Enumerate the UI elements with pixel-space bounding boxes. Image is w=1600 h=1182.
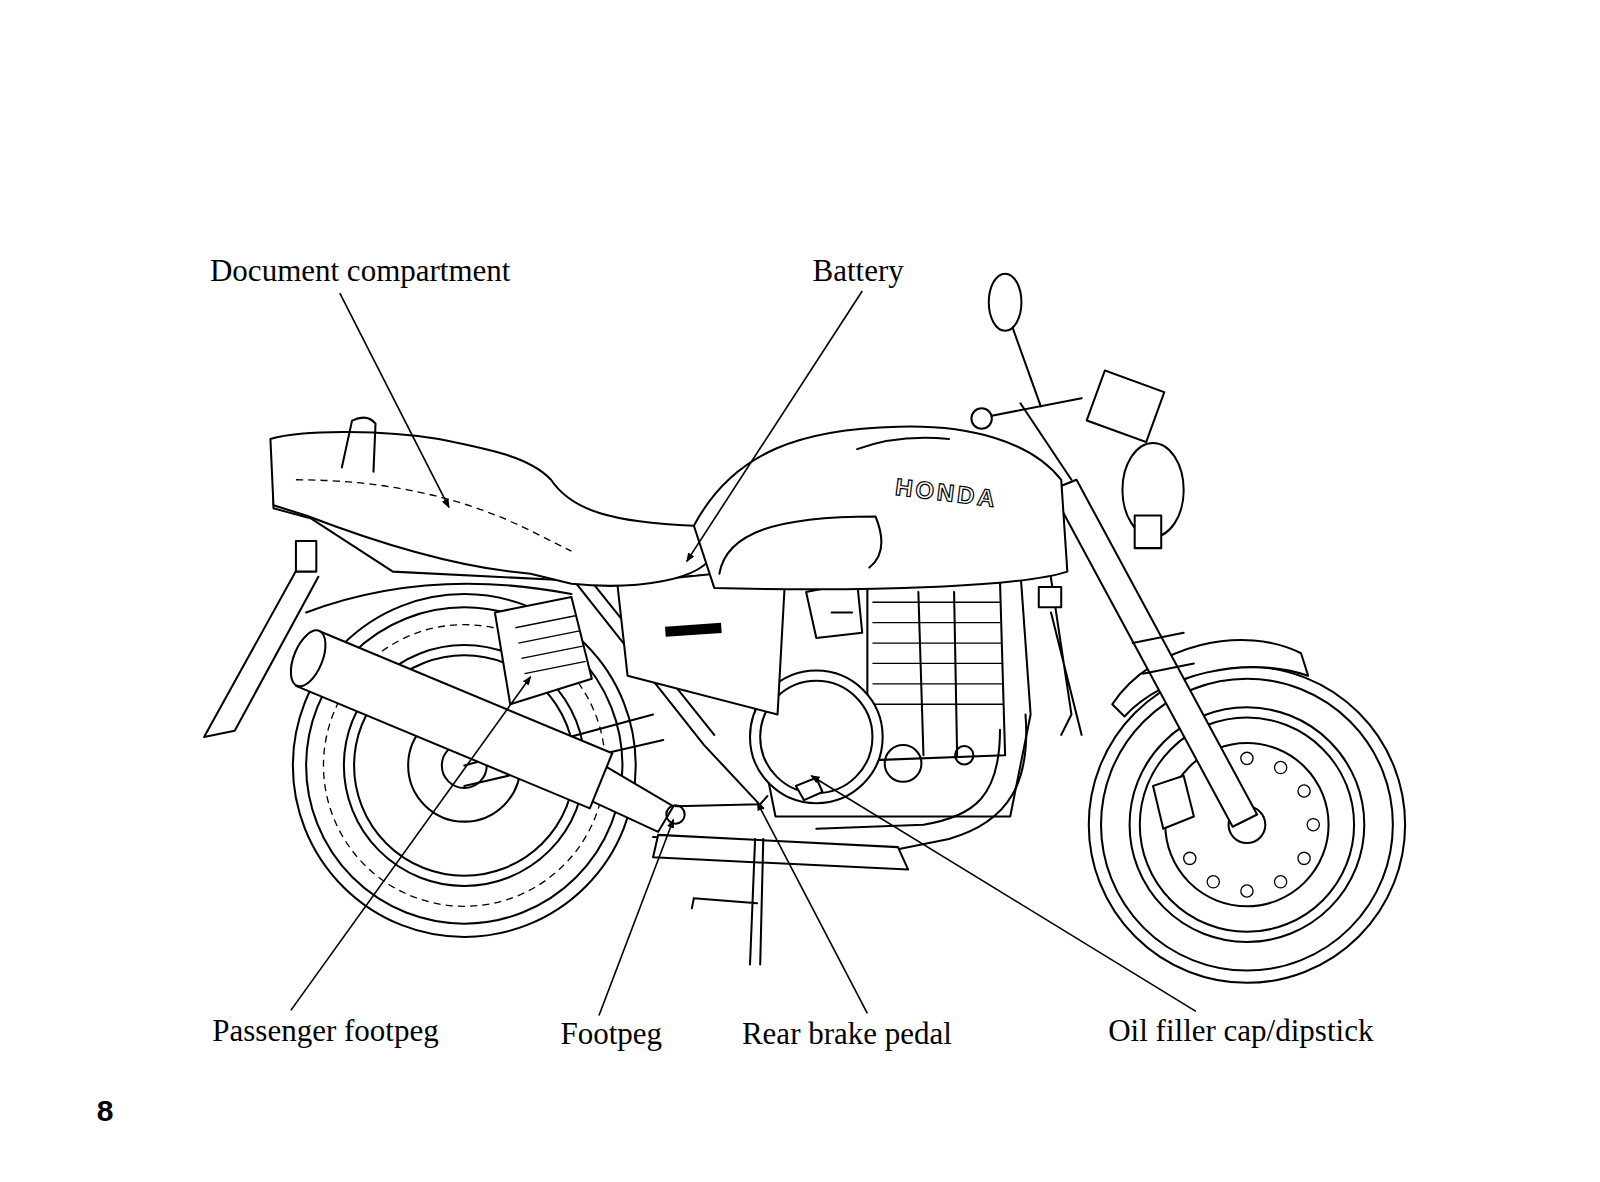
engine-cover <box>885 745 922 782</box>
shock-spring <box>515 615 585 673</box>
mirror-stem <box>1012 327 1041 407</box>
leader-line <box>757 802 867 1013</box>
mirror <box>989 274 1022 331</box>
disc-hole <box>1307 819 1319 831</box>
disc-hole <box>1274 761 1286 773</box>
seat-seam <box>296 480 572 551</box>
part-label: Passenger footpeg <box>212 1014 438 1048</box>
rear-turn-signal <box>296 541 316 572</box>
leader-line <box>340 293 449 507</box>
tank-knee-pad <box>719 517 881 574</box>
seat <box>270 432 714 586</box>
front-tire-inner <box>1101 679 1393 971</box>
part-label: Oil filler cap/dipstick <box>1108 1014 1373 1048</box>
front-disc <box>1165 743 1328 906</box>
grab-rail <box>342 418 376 472</box>
cooling-fins <box>872 602 1003 704</box>
disc-hole <box>1241 885 1253 897</box>
disc-hole <box>1274 876 1286 888</box>
front-rim <box>1130 707 1365 942</box>
engine-detail <box>918 592 957 755</box>
shock-absorber <box>495 597 592 704</box>
front-tire <box>1089 667 1405 983</box>
disc-hole <box>1184 852 1196 864</box>
front-rim-inner <box>1140 718 1354 932</box>
front-fork <box>1051 480 1257 827</box>
leader-line <box>687 291 863 561</box>
disc-hole <box>1298 785 1310 797</box>
leader-line <box>811 776 1196 1012</box>
disc-hole <box>1298 852 1310 864</box>
exhaust-pipe <box>653 835 908 870</box>
side-cover-badge <box>665 623 722 637</box>
muffler-end <box>284 626 333 692</box>
disc-hole <box>1207 876 1219 888</box>
engine-bolt <box>955 746 973 764</box>
oil-filler-cap <box>796 778 823 800</box>
grip <box>971 408 991 428</box>
fuel-cap <box>857 438 949 449</box>
exhaust-header <box>653 714 1026 849</box>
brand-logo: HONDA <box>894 473 999 512</box>
part-label: Footpeg <box>560 1017 662 1051</box>
leader-line <box>599 820 673 1016</box>
instrument <box>1087 371 1165 442</box>
brake-caliper <box>1153 776 1194 829</box>
rear-brake-pedal <box>676 796 768 806</box>
fuel-tank <box>694 427 1067 590</box>
center-stand <box>692 839 763 965</box>
handlebar <box>978 398 1082 480</box>
cylinder-block <box>867 582 1005 761</box>
horn <box>1039 587 1061 607</box>
fork-clamp <box>1133 633 1194 674</box>
disc-hole <box>1241 752 1253 764</box>
leader-line <box>291 677 531 1011</box>
front-turn-signal <box>1135 515 1162 548</box>
part-label: Battery <box>813 254 904 288</box>
part-label: Document compartment <box>210 254 510 288</box>
part-label: Rear brake pedal <box>742 1017 952 1051</box>
footpeg <box>666 805 684 823</box>
page-number: 8 <box>97 1094 114 1127</box>
